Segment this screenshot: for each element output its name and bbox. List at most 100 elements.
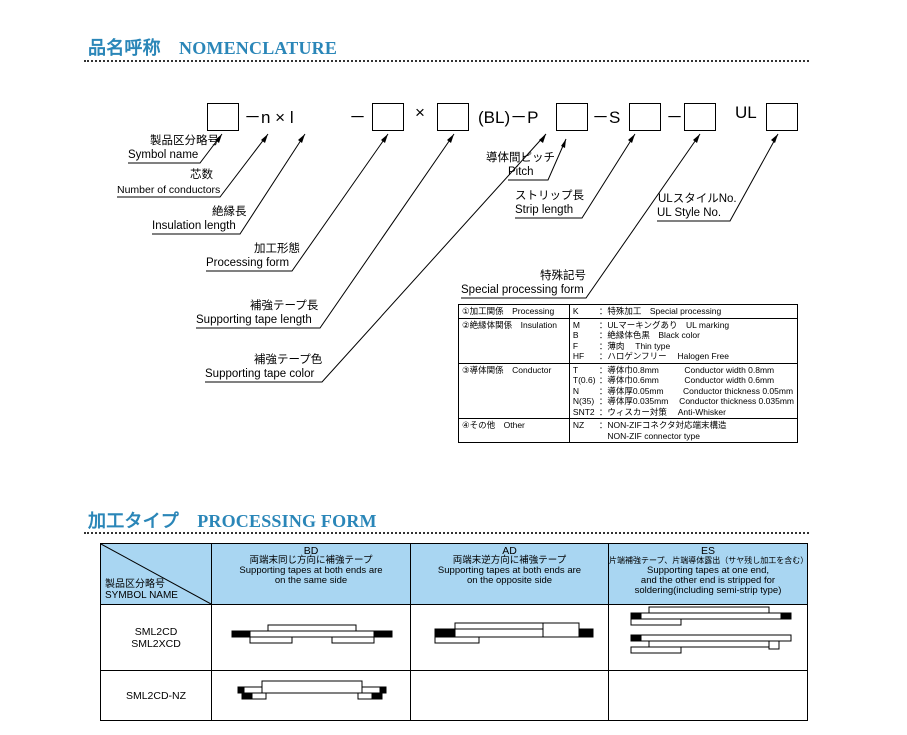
diagram-bd <box>211 604 411 671</box>
special-code: T <box>572 364 579 375</box>
special-row-other: ④その他 Other NZ ​ ：NON-ZIFコネクタ対応端末構造 NON-Z… <box>458 418 798 443</box>
ad-cable-diagram <box>434 622 594 644</box>
symbol-name: SML2CD <box>134 625 178 638</box>
special-desc: ：導体巾0.6mm Conductor width 0.6mm <box>598 375 775 385</box>
special-desc: ：導体厚0.05mm Conductor thickness 0.05mm <box>598 385 794 396</box>
column-desc: soldering(including semi-strip type) <box>634 585 782 596</box>
special-code: SNT2 <box>572 406 595 417</box>
special-code: HF <box>572 351 585 361</box>
code-text-dash-2: － <box>666 108 683 127</box>
label-processing-en: Processing form <box>206 257 290 269</box>
column-header-es: ES 片端補強テープ、片端導体露出（サヤ残し加工を含む） Supporting … <box>608 543 809 605</box>
label-ul-en: UL Style No. <box>657 207 722 219</box>
label-strip-en: Strip length <box>515 204 574 216</box>
special-desc: ：特殊加工 Special processing <box>598 306 722 316</box>
column-code: AD <box>502 545 517 557</box>
special-code: M <box>572 319 580 330</box>
label-special-jp: 特殊記号 <box>540 270 586 282</box>
special-desc: ：導体巾0.8mm Conductor width 0.8mm <box>598 364 775 375</box>
column-desc: Supporting tapes at one end, <box>646 565 769 576</box>
column-desc: Supporting tapes at both ends are <box>239 565 383 576</box>
empty-cell-es <box>608 670 808 721</box>
processing-row-sml2cd: SML2CD SML2XCD <box>100 604 808 671</box>
special-row-processing: ①加工関係 Processing K ：特殊加工 Special process… <box>458 304 798 319</box>
bd-cable-diagram <box>231 624 393 644</box>
special-code: N(35) <box>572 396 595 406</box>
column-header-ad: AD 両端末逆方向に補強テープ Supporting tapes at both… <box>410 543 609 605</box>
label-conductors-en: Number of conductors <box>117 184 221 196</box>
column-desc: and the other end is stripped for <box>640 575 776 586</box>
label-insulation-jp: 絶縁長 <box>212 206 247 218</box>
diagram-bd-nz <box>211 670 411 721</box>
special-code: K <box>572 306 579 316</box>
special-row-insulation: ②絶縁体関係 Insulation M B F HF ：ULマーキングあり UL… <box>458 317 798 364</box>
label-processing-jp: 加工形態 <box>254 243 300 255</box>
special-category: ①加工関係 Processing <box>462 306 555 316</box>
column-desc: Supporting tapes at both ends are <box>437 565 582 576</box>
special-desc: ：NON-ZIFコネクタ対応端末構造 <box>598 420 727 430</box>
title-divider <box>84 60 809 62</box>
special-desc: NON-ZIF connector type <box>598 430 700 441</box>
column-code: ES <box>700 545 715 557</box>
label-pitch-en: Pitch <box>508 166 534 178</box>
label-tape-color-jp: 補強テープ色 <box>254 354 323 366</box>
empty-cell-ad <box>410 670 609 721</box>
code-box-strip <box>629 103 661 131</box>
code-box-processing <box>372 103 404 131</box>
label-insulation-en: Insulation length <box>152 220 236 232</box>
header-diagonal <box>101 544 211 604</box>
special-category: ③導体関係 Conductor <box>462 364 552 375</box>
special-desc: ：薄肉 Thin type <box>598 340 671 351</box>
column-desc: 両端末同じ方向に補強テープ <box>249 555 373 566</box>
special-desc: ：ULマーキングあり UL marking <box>598 319 730 330</box>
code-box-tape-length <box>437 103 469 131</box>
symbol-name: SML2XCD <box>131 637 181 650</box>
diagram-ad <box>410 604 609 671</box>
special-code: ​ <box>573 431 599 442</box>
column-header-bd: BD 両端末同じ方向に補強テープ Supporting tapes at bot… <box>211 543 411 605</box>
code-box-symbol <box>207 103 239 131</box>
column-desc: on the opposite side <box>466 575 553 586</box>
special-desc: ：絶縁体色黒 Black color <box>598 330 700 340</box>
special-desc: ：導体厚0.035mm Conductor thickness 0.035mm <box>598 396 794 406</box>
corner-label-en: SYMBOL NAME <box>105 590 178 601</box>
label-tape-color-en: Supporting tape color <box>205 368 315 380</box>
special-code: NZ <box>572 420 585 430</box>
code-text-times: × <box>415 103 425 122</box>
symbol-cell: SML2CD SML2XCD <box>100 604 212 671</box>
bd-nz-cable-diagram <box>237 680 387 700</box>
code-box-ul <box>766 103 798 131</box>
label-tape-length-en: Supporting tape length <box>196 314 312 326</box>
es-cable-diagram <box>630 606 792 654</box>
special-processing-table: ①加工関係 Processing K ：特殊加工 Special process… <box>458 304 798 443</box>
special-code: B <box>572 330 579 340</box>
label-ul-jp: ULスタイルNo. <box>658 193 737 205</box>
diagram-es <box>608 604 808 671</box>
symbol-cell: SML2CD-NZ <box>100 670 212 721</box>
label-pitch-jp: 導体間ピッチ <box>486 152 555 164</box>
label-symbol-name-en: Symbol name <box>128 149 199 161</box>
label-tape-length-jp: 補強テープ長 <box>250 300 319 312</box>
special-code: T(0.6) <box>572 375 596 385</box>
label-strip-jp: ストリップ長 <box>515 190 584 202</box>
column-desc: 片端補強テープ、片端導体露出（サヤ残し加工を含む） <box>609 556 809 565</box>
label-symbol-name-jp: 製品区分略号 <box>150 135 219 147</box>
label-conductors-jp: 芯数 <box>190 169 213 181</box>
code-text-ul: UL <box>735 103 757 122</box>
code-text-n-l: －n × l <box>244 108 294 127</box>
code-text-bl-p: (BL)－P <box>478 108 539 127</box>
special-desc: ：ハロゲンフリー Halogen Free <box>598 351 730 361</box>
special-row-conductor: ③導体関係 Conductor T T(0.6) N N(35) SNT2 ：導… <box>458 362 798 419</box>
column-desc: on the same side <box>274 575 348 586</box>
column-code: BD <box>303 545 319 557</box>
special-desc: ：ウィスカー対策 Anti-Whisker <box>598 406 726 417</box>
special-code: N <box>572 385 580 396</box>
code-box-pitch <box>556 103 588 131</box>
corner-label-jp: 製品区分略号 <box>105 579 165 590</box>
processing-divider <box>84 532 809 534</box>
special-category: ②絶縁体関係 Insulation <box>462 319 558 330</box>
code-text-s: －S <box>592 108 621 127</box>
symbol-name-header: 製品区分略号 SYMBOL NAME <box>100 543 212 605</box>
special-code: F <box>572 340 579 351</box>
